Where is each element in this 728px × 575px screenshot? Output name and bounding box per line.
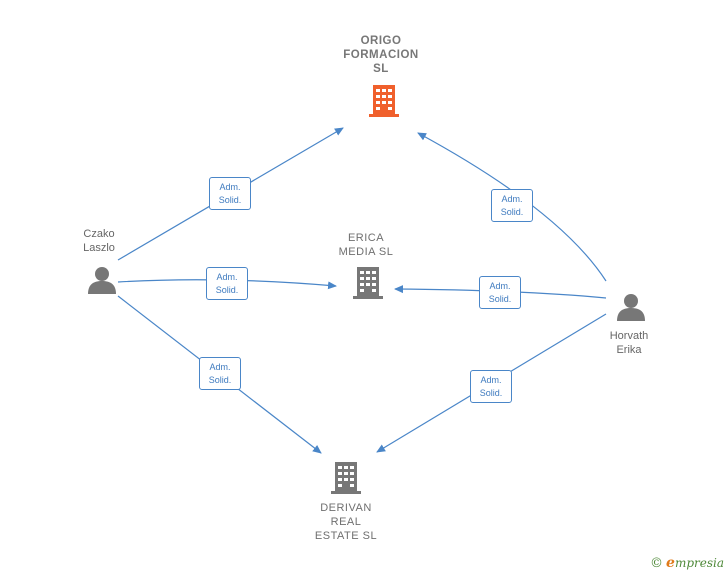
brand-initial: e (666, 555, 675, 571)
building-icon-erica[interactable] (351, 266, 385, 300)
edge-badge-czako-origo[interactable]: Adm. Solid. (209, 177, 251, 210)
brand-name: mpresia (674, 556, 724, 570)
company-label-erica[interactable]: ERICA MEDIA SL (338, 232, 394, 258)
person-label-horvath[interactable]: Horvath Erika (609, 330, 649, 356)
person-icon-czako[interactable] (86, 264, 118, 296)
empresia-logo[interactable]: ©empresia (650, 555, 724, 571)
edge-line-horvath-origo (417, 132, 607, 282)
edge-badge-czako-derivan[interactable]: Adm. Solid. (199, 357, 241, 390)
building-icon-origo[interactable] (367, 84, 401, 118)
person-icon-horvath[interactable] (615, 291, 647, 323)
edge-badge-horvath-derivan[interactable]: Adm. Solid. (470, 370, 512, 403)
company-label-derivan[interactable]: DERIVAN REAL ESTATE SL (314, 502, 378, 542)
edge-badge-czako-erica[interactable]: Adm. Solid. (206, 267, 248, 300)
edge-badge-horvath-erica[interactable]: Adm. Solid. (479, 276, 521, 309)
copyright-symbol: © (650, 556, 664, 571)
person-label-czako[interactable]: Czako Laszlo (83, 228, 115, 254)
building-icon-derivan[interactable] (329, 461, 363, 495)
edge-badge-horvath-origo[interactable]: Adm. Solid. (491, 189, 533, 222)
company-label-origo[interactable]: ORIGO FORMACION SL (343, 35, 419, 75)
